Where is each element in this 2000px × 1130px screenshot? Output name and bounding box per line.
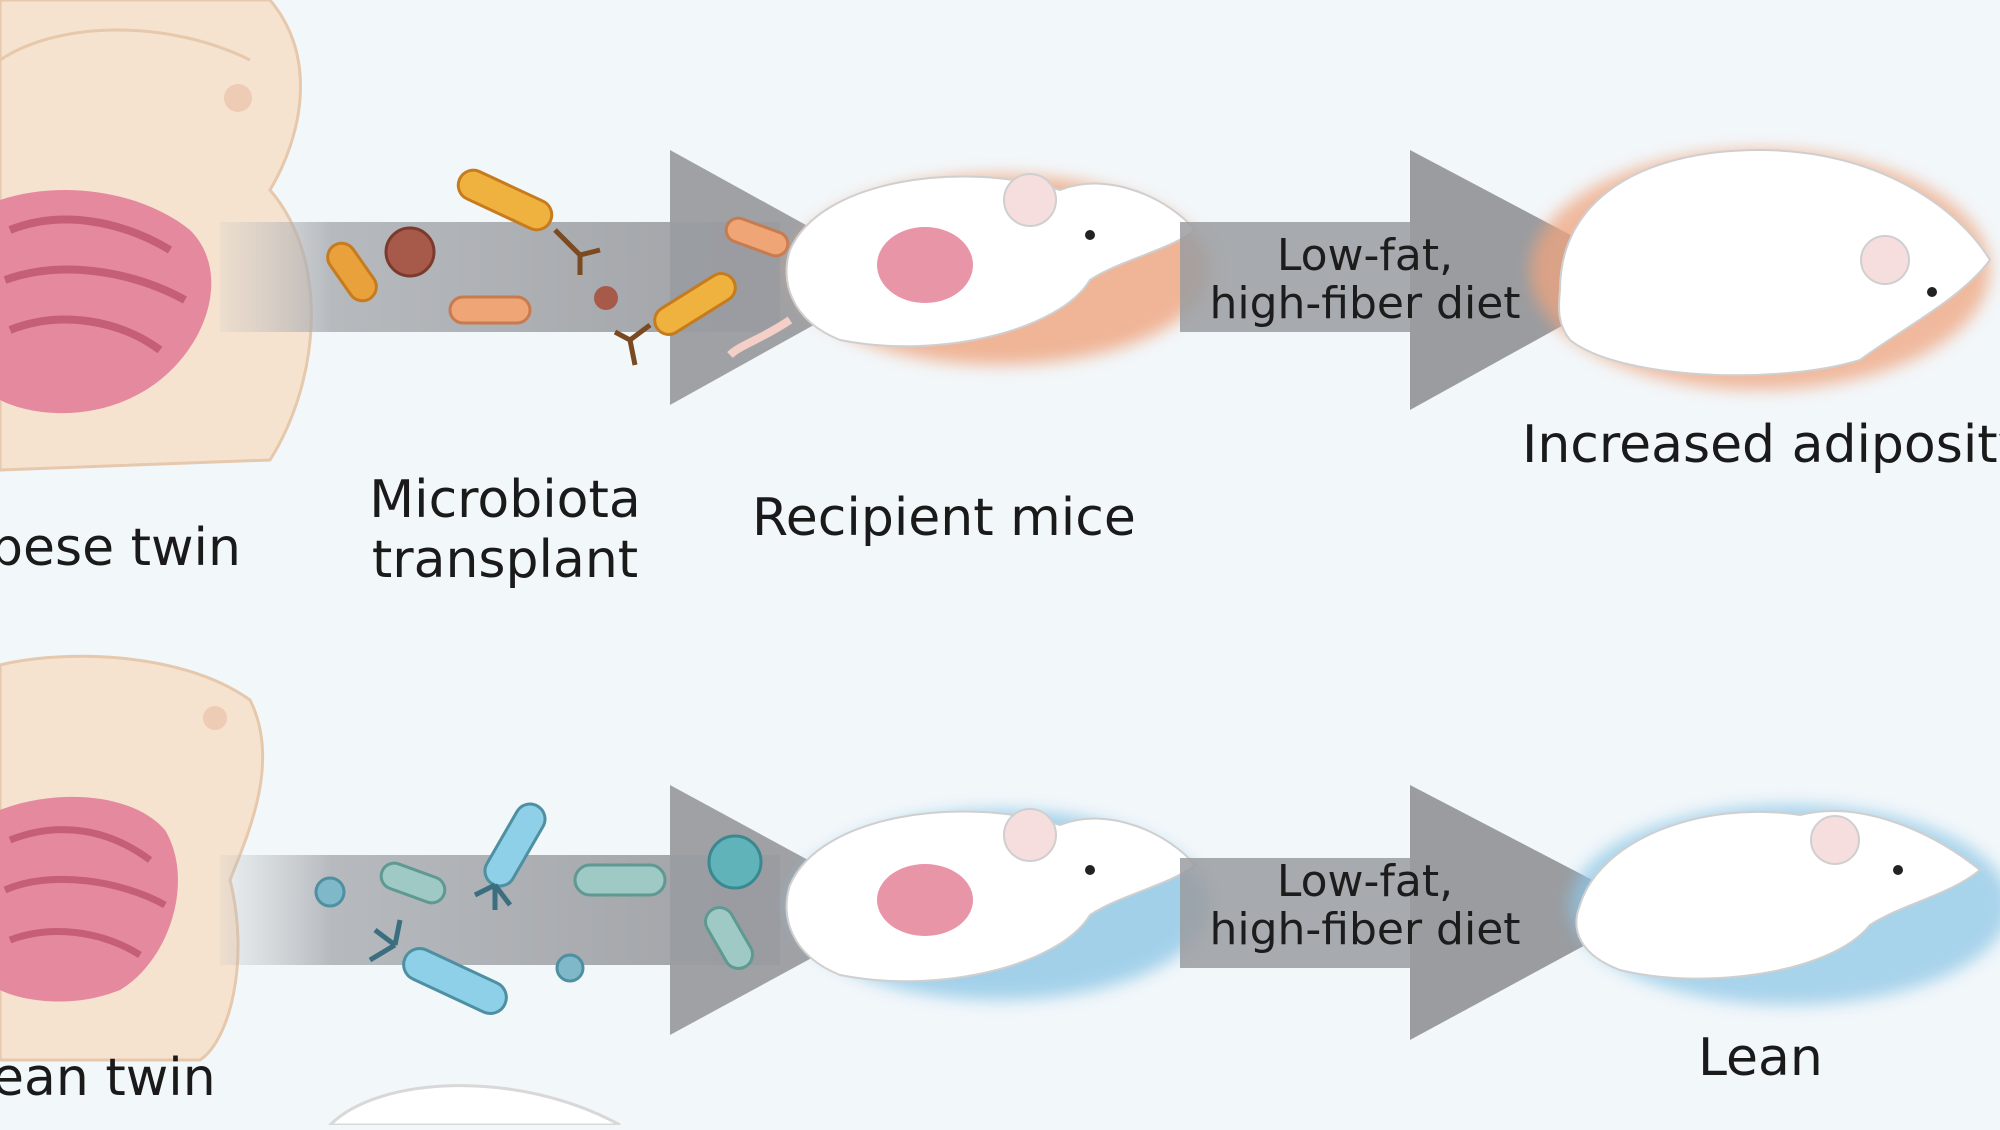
- bottom-diet-line2: high-fiber diet: [1209, 904, 1521, 955]
- obese-twin-label: bese twin: [0, 518, 241, 578]
- top-diet-line1: Low-fat,: [1276, 230, 1454, 281]
- lean-outcome-label: Lean: [1698, 1028, 1823, 1088]
- microbiota-transplant-label: Microbiota transplant: [365, 470, 645, 590]
- obese-intestine: [0, 190, 212, 414]
- top-recipient-mouse: [727, 173, 1210, 365]
- partial-figure-bottom: [326, 1084, 621, 1127]
- obese-twin-torso: [0, 0, 313, 472]
- top-diet-arrow: [1180, 150, 1650, 410]
- lean-twin-torso: [0, 654, 265, 1062]
- microbiota-label-line2: transplant: [371, 530, 639, 590]
- lean-twin-label: ean twin: [0, 1048, 216, 1108]
- obese-microbiota: [326, 168, 790, 366]
- lean-outcome-mouse: [1570, 805, 2000, 1005]
- lean-microbiota: [314, 802, 763, 1015]
- bottom-recipient-mouse: [785, 808, 1210, 1000]
- microbiota-label-line1: Microbiota: [369, 470, 641, 530]
- bottom-diet-arrow: [1180, 785, 1650, 1040]
- obese-outcome-mouse: [1530, 148, 1992, 390]
- lean-intestine: [0, 796, 178, 1002]
- bottom-diet-label: Low-fat, high-fiber diet: [1195, 858, 1535, 954]
- bottom-diet-line1: Low-fat,: [1276, 856, 1454, 907]
- increased-adiposity-label: Increased adiposity: [1522, 415, 2000, 475]
- top-diet-label: Low-fat, high-fiber diet: [1195, 232, 1535, 328]
- top-diet-line2: high-fiber diet: [1209, 278, 1521, 329]
- recipient-mice-label: Recipient mice: [752, 488, 1136, 548]
